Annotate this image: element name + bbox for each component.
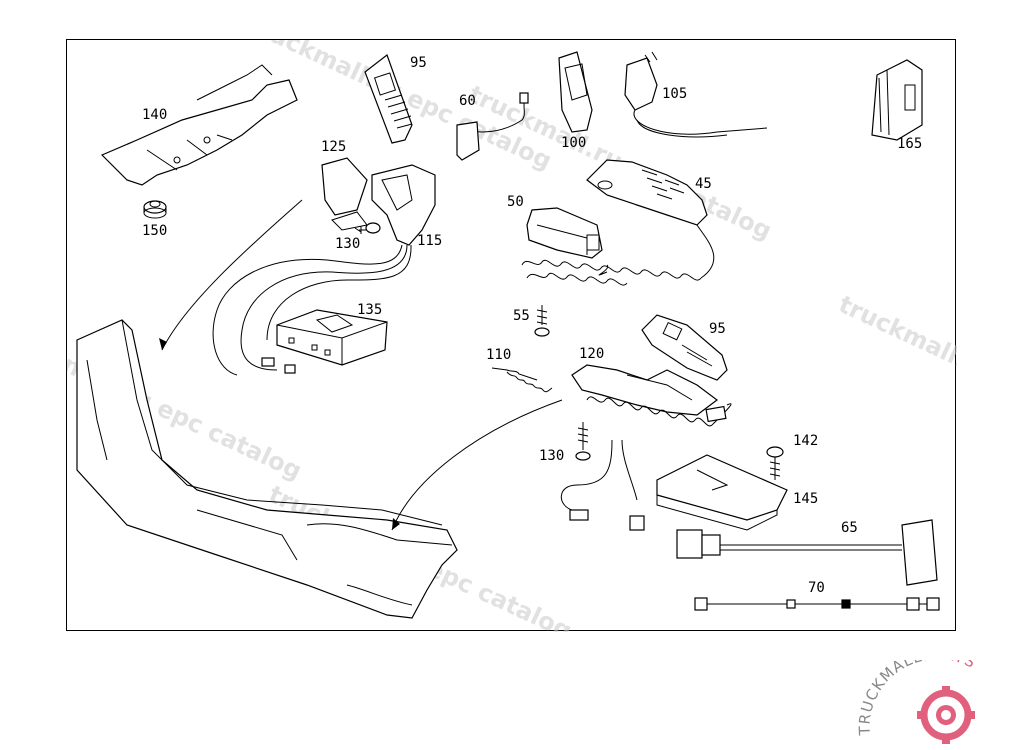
part-105-charger[interactable]: [624, 51, 768, 138]
part-125-plate[interactable]: [321, 157, 368, 231]
part-142-screw[interactable]: [766, 446, 784, 480]
part-labels: 95 140 60 100 105 165 125 45 150 130 115…: [142, 55, 922, 596]
label-50: 50: [507, 194, 524, 210]
part-65-cable[interactable]: [676, 519, 938, 586]
label-95-lower: 95: [709, 321, 726, 337]
part-55-screw[interactable]: [534, 305, 550, 337]
logo-brand-a: TRUCKMALL: [858, 660, 924, 737]
logo-brand-b: PARTS: [921, 660, 979, 672]
label-140: 140: [142, 107, 167, 123]
part-95-phone-upper[interactable]: [364, 54, 413, 144]
arrows: [159, 199, 563, 531]
part-135-control-unit[interactable]: [276, 309, 388, 366]
watermark-text: truckmall.ru epc catalog: [834, 290, 957, 455]
label-150: 150: [142, 223, 167, 239]
label-65: 65: [841, 520, 858, 536]
label-100: 100: [561, 135, 586, 151]
label-142: 142: [793, 433, 818, 449]
cradle-cables: [560, 439, 645, 531]
part-130-screw-upper[interactable]: [354, 222, 381, 234]
label-115: 115: [417, 233, 442, 249]
label-95-upper: 95: [410, 55, 427, 71]
part-140-bracket[interactable]: [100, 64, 298, 186]
label-70: 70: [808, 580, 825, 596]
part-45-handset[interactable]: [586, 159, 708, 226]
center-console: [76, 319, 458, 619]
label-45: 45: [695, 176, 712, 192]
part-70-cable[interactable]: [694, 597, 940, 611]
part-110-spring[interactable]: [491, 367, 553, 393]
truckmall-logo: TRUCKMALLPARTS: [858, 660, 979, 744]
label-130-lower: 130: [539, 448, 564, 464]
part-150-nut[interactable]: [143, 200, 167, 219]
part-130-screw-lower[interactable]: [575, 422, 591, 461]
part-95-phone-lower[interactable]: [641, 314, 728, 381]
part-145-base-plate[interactable]: [656, 454, 788, 531]
label-125: 125: [321, 139, 346, 155]
label-60: 60: [459, 93, 476, 109]
part-50-cradle[interactable]: [526, 207, 603, 259]
label-130-upper: 130: [335, 236, 360, 252]
parts-diagram: truckmall.ru epc catalog truckmall.ru ep…: [67, 40, 957, 632]
part-100-holder[interactable]: [558, 51, 593, 133]
part-60-connector[interactable]: [456, 92, 529, 161]
label-105: 105: [662, 86, 687, 102]
label-55: 55: [513, 308, 530, 324]
label-145: 145: [793, 491, 818, 507]
part-115-mount[interactable]: [371, 164, 436, 246]
label-165: 165: [897, 136, 922, 152]
coiled-cord: [521, 224, 715, 286]
cable-bundle: [212, 244, 412, 376]
label-120: 120: [579, 346, 604, 362]
diagram-frame: truckmall.ru epc catalog truckmall.ru ep…: [66, 39, 957, 632]
label-110: 110: [486, 347, 511, 363]
part-165-case[interactable]: [871, 59, 923, 141]
label-135: 135: [357, 302, 382, 318]
part-120-cradle-assembly[interactable]: [571, 364, 732, 427]
gear-icon: [917, 686, 975, 744]
